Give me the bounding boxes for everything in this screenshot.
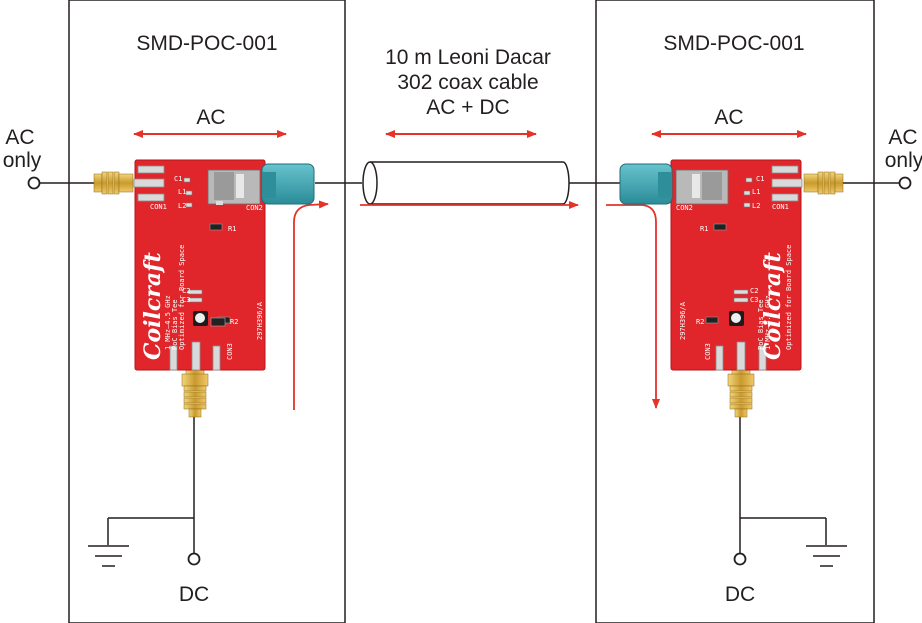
right-fakra-connector [619,163,729,205]
cable-label-line2: 302 coax cable [397,71,538,94]
left-board-box [68,0,346,623]
svg-text:CON1: CON1 [772,203,789,211]
left-board-title: SMD-POC-001 [136,32,277,55]
left-pcb-board [135,160,265,370]
svg-text:L1: L1 [178,188,186,196]
right-dc-label: DC [725,583,755,606]
svg-text:R1: R1 [700,225,708,233]
svg-text:PoC Bias Tee: PoC Bias Tee [171,299,179,350]
left-inductor [193,311,208,326]
svg-text:C3: C3 [750,296,758,304]
right-dc-schematic [733,415,847,567]
left-fakra-connector [207,163,315,205]
svg-text:297H396/A: 297H396/A [679,301,687,340]
svg-text:CON2: CON2 [246,204,263,212]
svg-text:C1: C1 [756,175,764,183]
svg-text:Optimized for Board Space: Optimized for Board Space [785,245,793,350]
right-pcb: C1 L1 L2 CON1 CON2 R1 R2 C2 C3 Coilcraft… [619,159,844,418]
svg-text:1 MHz–4.5 GHz: 1 MHz–4.5 GHz [164,295,172,350]
svg-text:1 MHz–4.5 GHz: 1 MHz–4.5 GHz [764,295,772,350]
right-port-label-ac: AC [888,126,917,149]
right-ac-sma-connector [803,171,844,195]
right-dc-terminal [733,552,747,566]
svg-text:Optimized for Board Space: Optimized for Board Space [178,245,186,350]
right-inductor [729,311,744,326]
left-ground-icon [88,545,129,567]
right-pcb-logo: Coilcraft [760,252,786,360]
left-dc-terminal [187,552,201,566]
left-ac-sma-connector [93,171,134,195]
cable-label-line1: 10 m Leoni Dacar [385,46,551,69]
svg-text:R1: R1 [228,225,236,233]
left-dc-schematic [88,415,201,567]
right-dc-flow-arrow [606,204,660,409]
right-ground-icon [806,545,847,567]
left-pcb: C1 L1 L2 CON1 CON2 R1 R2 C2 C3 Coilcraft… [93,159,315,418]
right-port-label-only: only [885,149,922,172]
left-ac-label: AC [196,106,225,129]
svg-text:L1: L1 [752,188,760,196]
svg-text:CON3: CON3 [704,343,712,360]
svg-text:CON3: CON3 [226,343,234,360]
svg-text:R2: R2 [696,318,704,326]
svg-text:C2: C2 [182,287,190,295]
left-dc-label: DC [179,583,209,606]
right-ac-label: AC [714,106,743,129]
right-board-box [595,0,875,623]
svg-text:PoC Bias Tee: PoC Bias Tee [757,299,765,350]
left-port-label-only: only [3,149,42,172]
left-ac-terminal [27,176,41,190]
svg-text:L2: L2 [178,202,186,210]
right-ac-terminal [898,176,912,190]
coax-cable [362,161,570,205]
right-board-title: SMD-POC-001 [663,32,804,55]
right-pcb-board [671,160,801,370]
left-dc-flow-arrow [293,200,329,410]
left-port-label-ac: AC [5,126,34,149]
svg-text:CON2: CON2 [676,204,693,212]
svg-text:L2: L2 [752,202,760,210]
svg-text:297H396/A: 297H396/A [256,301,264,340]
svg-text:CON1: CON1 [150,203,167,211]
left-pcb-logo: Coilcraft [140,252,166,360]
svg-text:R2: R2 [230,318,238,326]
svg-text:C1: C1 [174,175,182,183]
svg-text:C2: C2 [750,287,758,295]
cable-label-line3: AC + DC [426,96,509,119]
svg-text:C3: C3 [182,296,190,304]
